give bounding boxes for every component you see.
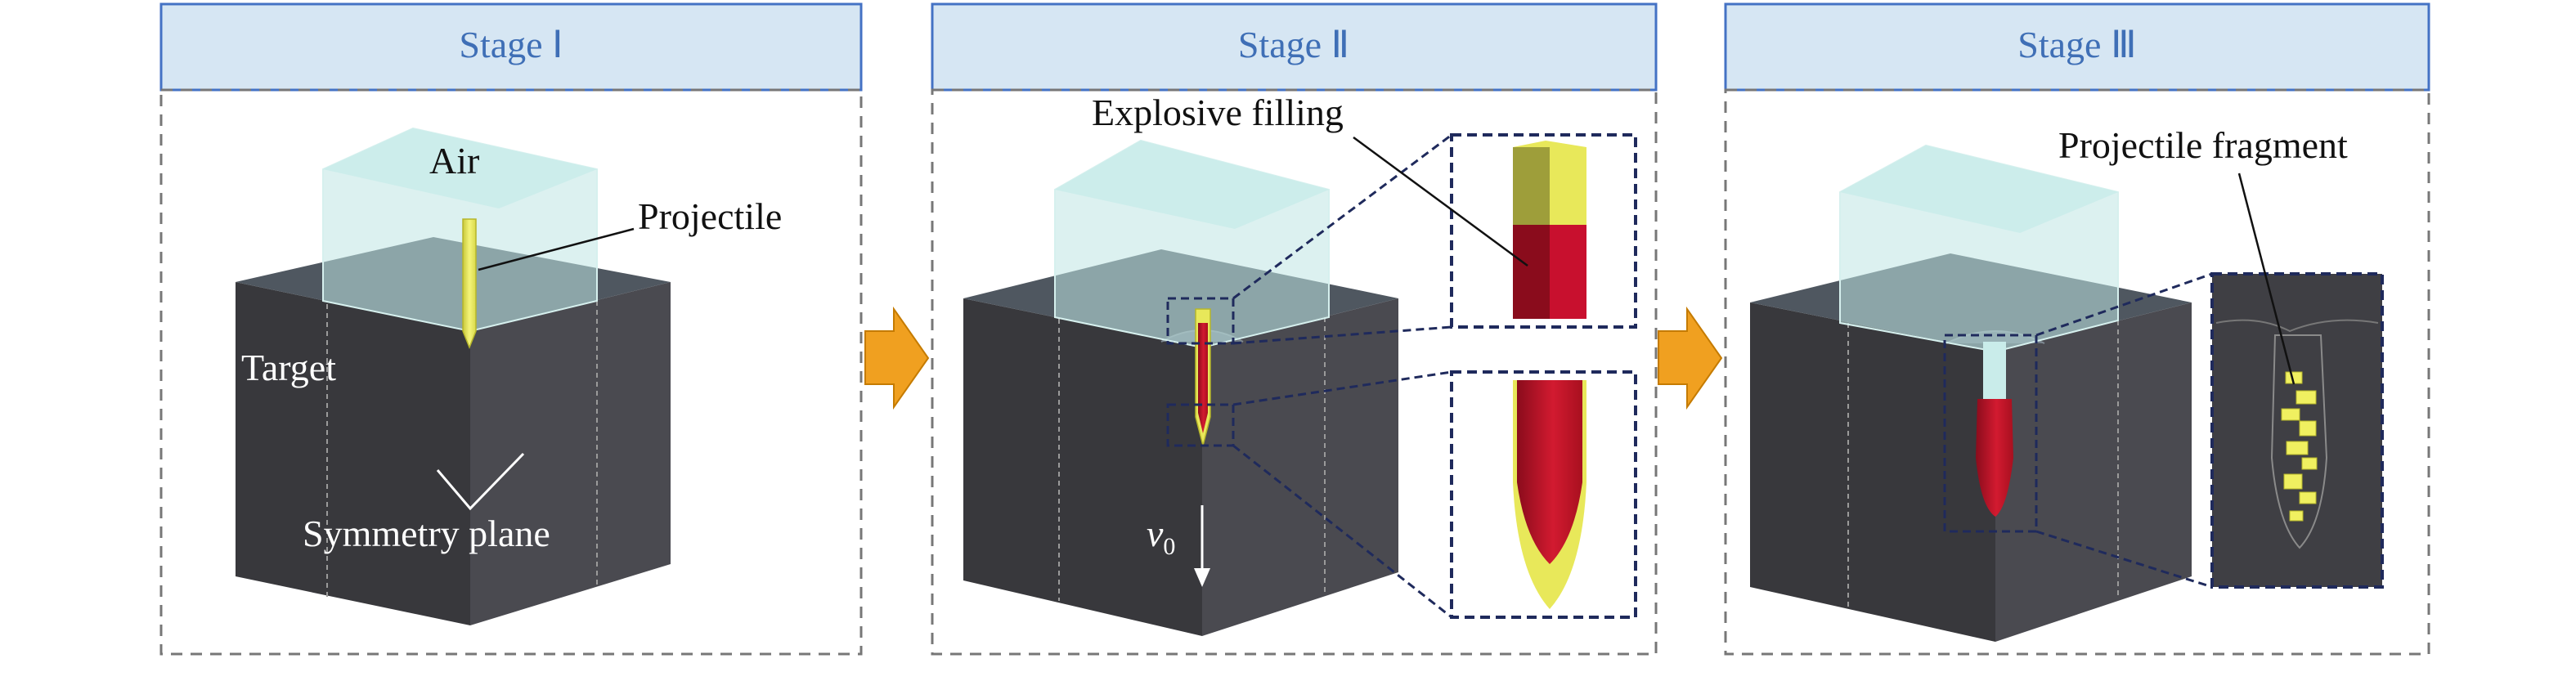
zoom-connector	[1232, 133, 1452, 300]
target-front-face	[963, 298, 1202, 636]
symmetry-plane-leader	[436, 452, 525, 511]
projectile-label: Projectile	[638, 195, 782, 237]
projectile-fragments-red	[1976, 399, 2013, 517]
explosive-filling-label: Explosive filling	[1092, 92, 1344, 133]
velocity-arrow-head	[1194, 568, 1210, 587]
penetration-channel	[1983, 342, 2006, 399]
projectile	[462, 218, 477, 350]
fragment-mesh-outline	[2270, 334, 2328, 549]
projectile-leader-line	[478, 227, 635, 271]
stage-1-panel: Stage Ⅰ Air Projectile Target Symmetry p…	[159, 2, 863, 656]
velocity-indicator: v0	[1147, 505, 1210, 587]
stage-2-title: Stage Ⅱ	[1238, 24, 1349, 65]
zoom-source-box-bottom	[1166, 403, 1235, 447]
zoom-inset-fragment	[2210, 272, 2384, 589]
stage-3-title: Stage Ⅲ	[2017, 24, 2136, 65]
zoom-connector	[1232, 370, 1452, 406]
target-front-face	[1750, 302, 1995, 642]
air-top-face	[1055, 141, 1329, 229]
zoom-connector	[1232, 325, 1452, 345]
explosive-filling-zoom-top-shade	[1513, 225, 1550, 319]
stage-1-title: Stage Ⅰ	[459, 24, 563, 65]
zoom-source-box	[1943, 334, 2038, 533]
air-top-face	[323, 128, 597, 208]
stage-2-frame	[931, 88, 1658, 656]
stage-3-header	[1724, 2, 2430, 92]
target-label: Target	[241, 347, 336, 388]
yellow-fragments	[2281, 371, 2318, 522]
zoom-source-box-top	[1166, 297, 1235, 345]
stage-transition-arrow	[864, 306, 930, 410]
target-front-face	[236, 282, 470, 625]
stage-transition-arrow	[1658, 306, 1723, 410]
inset-surface-line	[2215, 319, 2379, 333]
projectile-fragment-leader	[2237, 172, 2296, 385]
air-label: Air	[429, 140, 479, 181]
explosive-filling-leader	[1353, 136, 1528, 267]
stage-2-panel: Stage Ⅱ Explosive filli	[931, 2, 1658, 656]
stage-3-frame	[1724, 88, 2430, 656]
zoom-connector	[2035, 530, 2213, 589]
zoom-connector	[1232, 444, 1452, 619]
projectile-fragment-label: Projectile fragment	[2058, 124, 2348, 166]
symmetry-plane-label: Symmetry plane	[303, 513, 550, 554]
zoom-connector	[2035, 272, 2213, 337]
target-side-face	[1995, 302, 2192, 642]
stage-1-header	[159, 2, 863, 92]
target-side-face	[470, 282, 671, 625]
target-side-face	[1202, 298, 1398, 636]
velocity-label: v0	[1147, 513, 1175, 560]
velocity-subscript: 0	[1163, 533, 1175, 560]
stage-3-panel: Stage Ⅲ	[1724, 2, 2430, 656]
stage-2-header	[931, 2, 1658, 92]
air-top-face	[1840, 146, 2118, 233]
explosive-filling-zoom-bottom	[1517, 380, 1582, 564]
explosive-filling	[1198, 323, 1208, 433]
stage-1-frame	[159, 88, 863, 656]
